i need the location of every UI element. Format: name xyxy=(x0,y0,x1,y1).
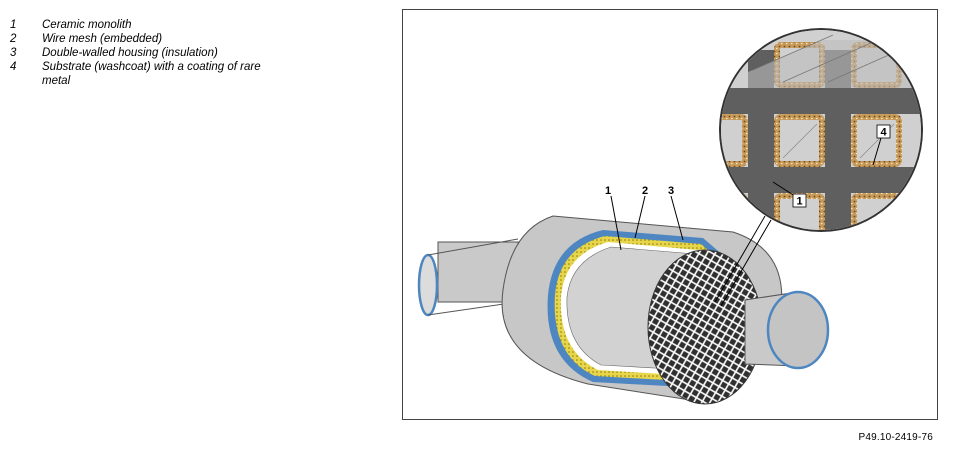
legend-number: 2 xyxy=(10,33,17,45)
detail-label-1: 1 xyxy=(796,196,802,208)
legend: 1 Ceramic monolith 2 Wire mesh (embedded… xyxy=(10,18,270,88)
figure-reference-id: P49.10-2419-76 xyxy=(858,432,933,443)
legend-text: Ceramic monolith xyxy=(42,19,132,31)
legend-item-4: 4 Substrate (washcoat) with a coating of… xyxy=(10,60,270,88)
detail-label-4: 4 xyxy=(880,127,887,139)
legend-number: 4 xyxy=(10,61,17,73)
detail-callout-1: 1 xyxy=(772,181,807,208)
callout-label-3: 3 xyxy=(668,185,674,197)
callout-label-1: 1 xyxy=(605,185,611,197)
detail-callout-4: 4 xyxy=(872,124,891,166)
legend-text: Double-walled housing (insulation) xyxy=(42,47,218,59)
catalytic-converter-figure: 1 4 1 2 3 xyxy=(402,9,938,420)
legend-item-1: 1 Ceramic monolith xyxy=(10,18,270,32)
legend-number: 3 xyxy=(10,47,17,59)
legend-item-3: 3 Double-walled housing (insulation) xyxy=(10,46,270,60)
legend-item-2: 2 Wire mesh (embedded) xyxy=(10,32,270,46)
callout-label-2: 2 xyxy=(642,185,648,197)
catalytic-converter-illustration: 1 4 1 2 3 xyxy=(417,28,923,405)
legend-text: Substrate (washcoat) with a coating of r… xyxy=(42,61,261,87)
zoom-detail: 1 4 xyxy=(719,28,923,232)
legend-text: Wire mesh (embedded) xyxy=(42,33,163,45)
inlet-pipe xyxy=(417,238,519,317)
callout-leaders xyxy=(610,195,772,307)
legend-number: 1 xyxy=(10,19,17,31)
outlet-pipe xyxy=(744,290,830,370)
